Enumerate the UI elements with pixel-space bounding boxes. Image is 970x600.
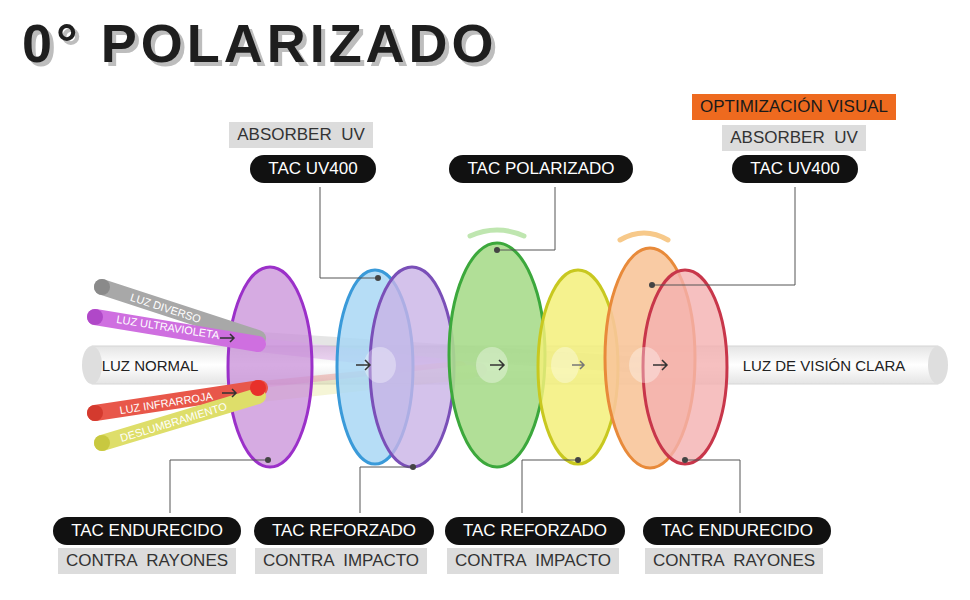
node-text: CONTRA RAYONES (653, 551, 815, 570)
node-text: TAC ENDURECIDO (661, 521, 813, 540)
node-text: CONTRA RAYONES (66, 551, 228, 570)
feature-tag: OPTIMIZACIÓN VISUAL (692, 94, 896, 120)
node-text: ABSORBER UV (237, 125, 365, 144)
layer-label: TAC REFORZADO (445, 517, 625, 545)
node-text: TAC REFORZADO (463, 521, 607, 540)
lens-stack (228, 230, 727, 468)
feature-tag: CONTRA RAYONES (645, 548, 823, 574)
incoming-rays (87, 279, 266, 451)
layer-label: TAC ENDURECIDO (53, 517, 241, 545)
page-title: 0° POLARIZADO (22, 12, 498, 74)
layer-label: TAC UV400 (732, 155, 857, 183)
node-text: TAC ENDURECIDO (71, 521, 223, 540)
node-text: TAC REFORZADO (272, 521, 416, 540)
layer-label: TAC REFORZADO (254, 517, 434, 545)
arrow-symbols (220, 334, 667, 397)
feature-tag: CONTRA IMPACTO (447, 548, 619, 574)
node-text: ABSORBER UV (730, 128, 858, 147)
layer-label: TAC POLARIZADO (449, 155, 632, 183)
leader-dots (265, 247, 688, 470)
node-text: CONTRA IMPACTO (263, 551, 419, 570)
leader-lines (170, 187, 795, 513)
feature-tag: CONTRA RAYONES (58, 548, 236, 574)
node-text: OPTIMIZACIÓN VISUAL (700, 97, 888, 116)
feature-tag: ABSORBER UV (722, 125, 866, 151)
feature-tag: ABSORBER UV (229, 122, 373, 148)
node-text: TAC POLARIZADO (467, 159, 614, 178)
feature-tag: CONTRA IMPACTO (255, 548, 427, 574)
node-text: TAC UV400 (268, 159, 357, 178)
layer-label: TAC ENDURECIDO (643, 517, 831, 545)
node-text: CONTRA IMPACTO (455, 551, 611, 570)
light-type: LUZ NORMAL (102, 357, 199, 374)
layer-label: TAC UV400 (250, 155, 375, 183)
node-text: TAC UV400 (750, 159, 839, 178)
light-type: LUZ DE VISIÓN CLARA (743, 357, 906, 374)
